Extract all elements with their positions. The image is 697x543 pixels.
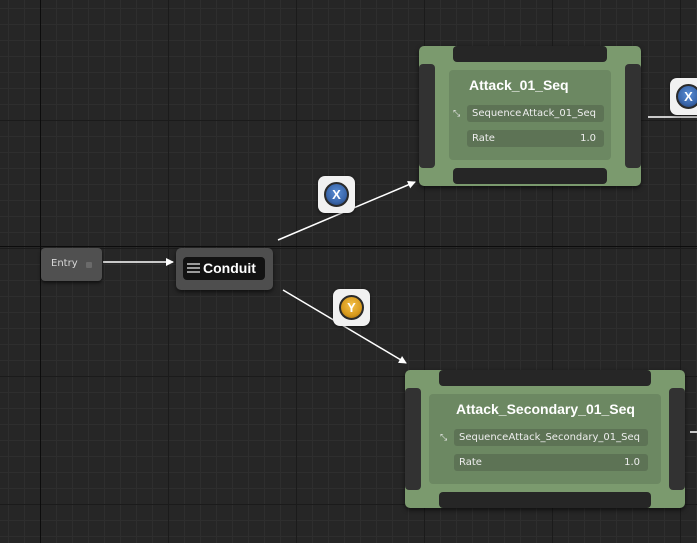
conduit-label: Conduit <box>203 260 256 276</box>
entry-label: Entry <box>51 258 78 269</box>
gamepad-x-button-icon: X <box>324 182 349 207</box>
conduit-title-bar: Conduit <box>183 257 265 280</box>
state-title: Attack_01_Seq <box>469 77 569 93</box>
sequence-value: Attack_Secondary_01_Seq <box>508 432 640 443</box>
gamepad-x-button-icon: X <box>676 84 697 109</box>
sequence-label: Sequence <box>472 108 522 119</box>
entry-output-pin[interactable] <box>86 262 92 268</box>
rate-property-row[interactable]: Rate 1.0 <box>454 454 648 471</box>
entry-node[interactable]: Entry <box>41 248 102 281</box>
wire-conduit-to-attack-secondary[interactable] <box>282 289 407 364</box>
state-node-top-pin-bar[interactable] <box>453 46 607 62</box>
transition-rule-badge-x-outgoing[interactable]: X <box>670 78 697 115</box>
rate-value: 1.0 <box>624 457 640 468</box>
state-node-left-pin-bar[interactable] <box>405 388 421 490</box>
rate-label: Rate <box>472 133 495 144</box>
state-node-attack-secondary-01-seq[interactable]: Attack_Secondary_01_Seq ⤡ Sequence Attac… <box>405 370 685 508</box>
transition-rule-badge-x[interactable]: X <box>318 176 355 213</box>
conduit-node[interactable]: Conduit <box>176 248 273 290</box>
sequence-value: Attack_01_Seq <box>522 108 597 119</box>
state-title: Attack_Secondary_01_Seq <box>456 401 635 417</box>
graph-origin-axis-horizontal <box>0 246 697 247</box>
sequence-label: Sequence <box>459 432 509 443</box>
state-node-bottom-pin-bar[interactable] <box>439 492 651 508</box>
rate-property-row[interactable]: Rate 1.0 <box>467 130 604 147</box>
state-node-right-pin-bar[interactable] <box>625 64 641 168</box>
graph-origin-axis-vertical <box>40 0 41 543</box>
state-node-left-pin-bar[interactable] <box>419 64 435 168</box>
rate-value: 1.0 <box>580 133 596 144</box>
gamepad-y-button-icon: Y <box>339 295 364 320</box>
state-node-top-pin-bar[interactable] <box>439 370 651 386</box>
state-node-attack-01-seq[interactable]: Attack_01_Seq ⤡ Sequence Attack_01_Seq R… <box>419 46 641 186</box>
sequence-property-row[interactable]: Sequence Attack_01_Seq <box>467 105 604 122</box>
link-icon: ⤡ <box>440 433 448 443</box>
state-node-bottom-pin-bar[interactable] <box>453 168 607 184</box>
link-icon: ⤡ <box>453 109 461 119</box>
sequence-property-row[interactable]: Sequence Attack_Secondary_01_Seq <box>454 429 648 446</box>
state-node-right-pin-bar[interactable] <box>669 388 685 490</box>
conduit-icon <box>187 263 200 274</box>
transition-rule-badge-y[interactable]: Y <box>333 289 370 326</box>
rate-label: Rate <box>459 457 482 468</box>
